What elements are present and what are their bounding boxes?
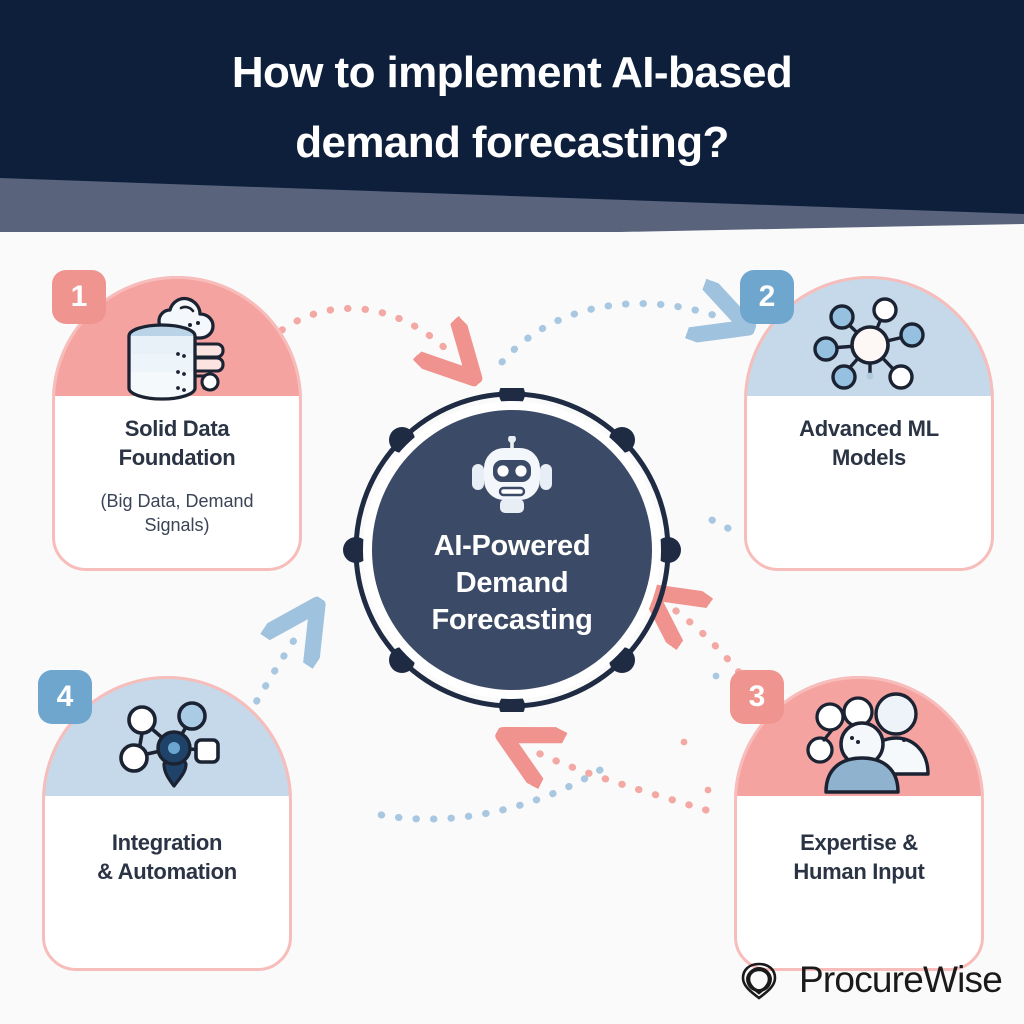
card-1-title-line-1: Solid Data (124, 416, 230, 441)
brand-logo[interactable]: ProcureWise (733, 954, 1003, 1006)
decor-dot (680, 738, 688, 746)
ring-dot (609, 427, 635, 453)
card-1-title-line-2: Foundation (118, 445, 236, 471)
card-2-title-line-2: Models (832, 445, 906, 471)
card-3-body (734, 796, 984, 971)
card-1-body (52, 396, 302, 571)
card-3-number-badge: 3 (730, 670, 784, 724)
card-3-title: Expertise & Human Input (734, 828, 984, 886)
decor-dot (712, 672, 720, 680)
card-4-title: Integration & Automation (42, 828, 292, 886)
card-1-subtitle: (Big Data, Demand Signals) (52, 490, 302, 538)
ring-dot (609, 647, 635, 673)
people-group-icon (806, 692, 930, 794)
card-4-body (42, 796, 292, 971)
ring-dot (499, 693, 525, 712)
connector-card1-to-center (278, 304, 455, 358)
connector-center-to-card4-lower (364, 766, 604, 823)
robot-icon (472, 436, 552, 513)
connector-center-to-card2 (498, 304, 722, 366)
page-title: How to implement AI-based demand forecas… (0, 38, 1024, 177)
ring-dot (389, 647, 415, 673)
card-3-title-line-1: Expertise & (800, 830, 918, 855)
connector-card3-to-card4 (528, 748, 710, 814)
center-label: AI-Powered Demand Forecasting (431, 528, 592, 639)
card-2-title-line-1: Advanced ML (799, 416, 939, 441)
card-2-number-badge: 2 (740, 270, 794, 324)
card-4-title-line-1: Integration (111, 830, 223, 855)
database-cloud-icon (127, 296, 225, 401)
card-2-title: Advanced ML Models (744, 414, 994, 472)
center-hub[interactable]: AI-Powered Demand Forecasting (330, 388, 694, 712)
card-2-body (744, 396, 994, 571)
card-4-number-badge: 4 (38, 670, 92, 724)
center-disc: AI-Powered Demand Forecasting (372, 410, 652, 690)
ring-dot (655, 537, 681, 563)
decor-dot (704, 786, 712, 794)
header-navy-background (0, 0, 1024, 218)
connector-center-to-card2-lower (708, 516, 746, 538)
page-title-line-1: How to implement AI-based (231, 48, 793, 97)
page-title-line-2: demand forecasting? (295, 117, 729, 167)
card-1-subtitle-line-2: Signals) (144, 514, 210, 535)
center-ring (343, 388, 681, 712)
center-label-line-3: Forecasting (431, 604, 593, 637)
ring-dot (343, 537, 369, 563)
network-hub-icon (813, 297, 925, 390)
card-3-title-line-2: Human Input (793, 859, 925, 885)
center-label-line-1: AI-Powered (433, 530, 591, 562)
card-1-title: Solid Data Foundation (52, 414, 302, 472)
ring-dot (499, 388, 525, 407)
card-1-number-badge: 1 (52, 270, 106, 324)
card-1-subtitle-line-1: (Big Data, Demand (100, 491, 254, 511)
ring-dot (389, 427, 415, 453)
nodes-automation-icon (119, 701, 220, 788)
card-4-title-line-2: & Automation (97, 859, 237, 885)
center-label-line-2: Demand (455, 567, 569, 600)
knot-logo-icon (741, 962, 777, 1000)
brand-name: ProcureWise (799, 959, 1003, 1000)
header-banner: How to implement AI-based demand forecas… (0, 0, 1024, 232)
